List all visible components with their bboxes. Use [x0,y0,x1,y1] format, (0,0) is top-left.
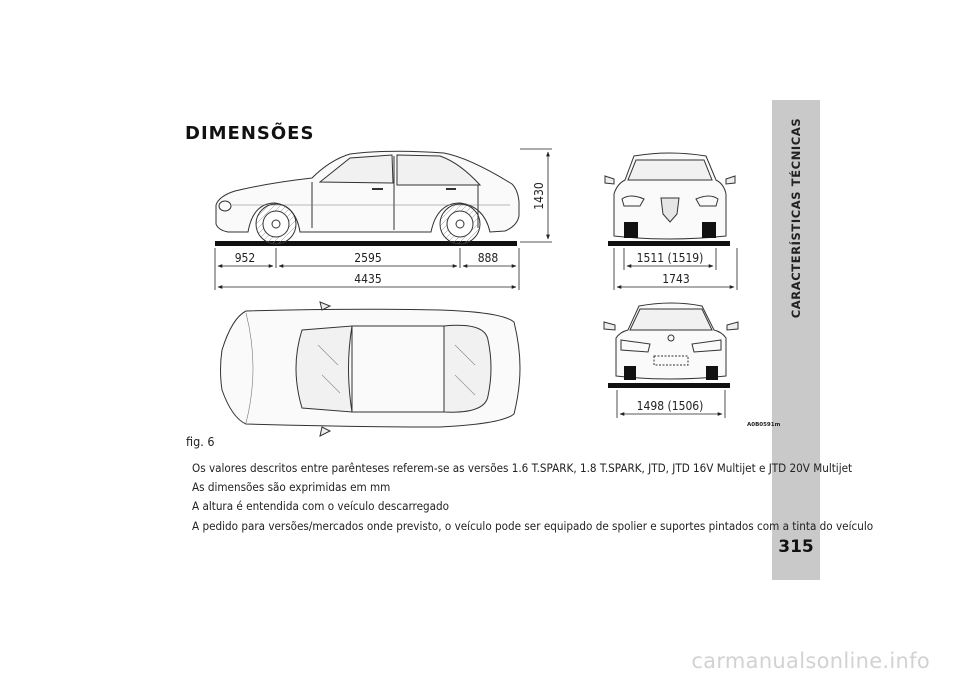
note-item: Os valores descritos entre parênteses re… [192,461,853,475]
car-rear-view [603,302,739,388]
rear-dimension-labels: 1498 (1506) [637,399,704,413]
note-item: A altura é entendida com o veículo desca… [192,499,450,514]
dim-front-overhang: 952 [235,251,256,265]
dim-width: 1743 [662,272,689,286]
section-title: DIMENSÕES [185,123,315,144]
dim-wheelbase: 2595 [354,251,381,265]
note-item: As dimensões são exprimidas em mm [192,480,391,495]
side-dimension-labels: 952 2595 888 4435 1430 [235,182,546,286]
figure-label: fig. 6 [186,434,215,449]
front-dimension-lines [613,248,738,290]
rear-dimension-lines [616,390,726,418]
dim-rear-overhang: 888 [478,251,499,265]
car-side-view [215,150,520,246]
side-dimension-lines [214,148,552,290]
car-front-view [604,152,736,246]
figure-code: A0B0591m [747,422,781,428]
car-top-view [220,301,521,437]
page-number: 315 [778,537,814,557]
watermark: carmanualsonline.info [691,649,930,673]
dim-rear-track: 1498 (1506) [637,399,704,413]
dim-front-track: 1511 (1519) [637,251,704,265]
notes-list: Os valores descritos entre parênteses re… [192,459,874,536]
dim-height: 1430 [532,182,546,210]
chapter-sidebar: CARACTERÍSTICAS TÉCNICAS 315 [772,100,820,580]
dim-length: 4435 [354,272,381,286]
ground-bar [215,241,517,246]
note-item: A pedido para versões/mercados onde prev… [192,518,874,533]
front-dimension-labels: 1511 (1519) 1743 [637,251,704,286]
